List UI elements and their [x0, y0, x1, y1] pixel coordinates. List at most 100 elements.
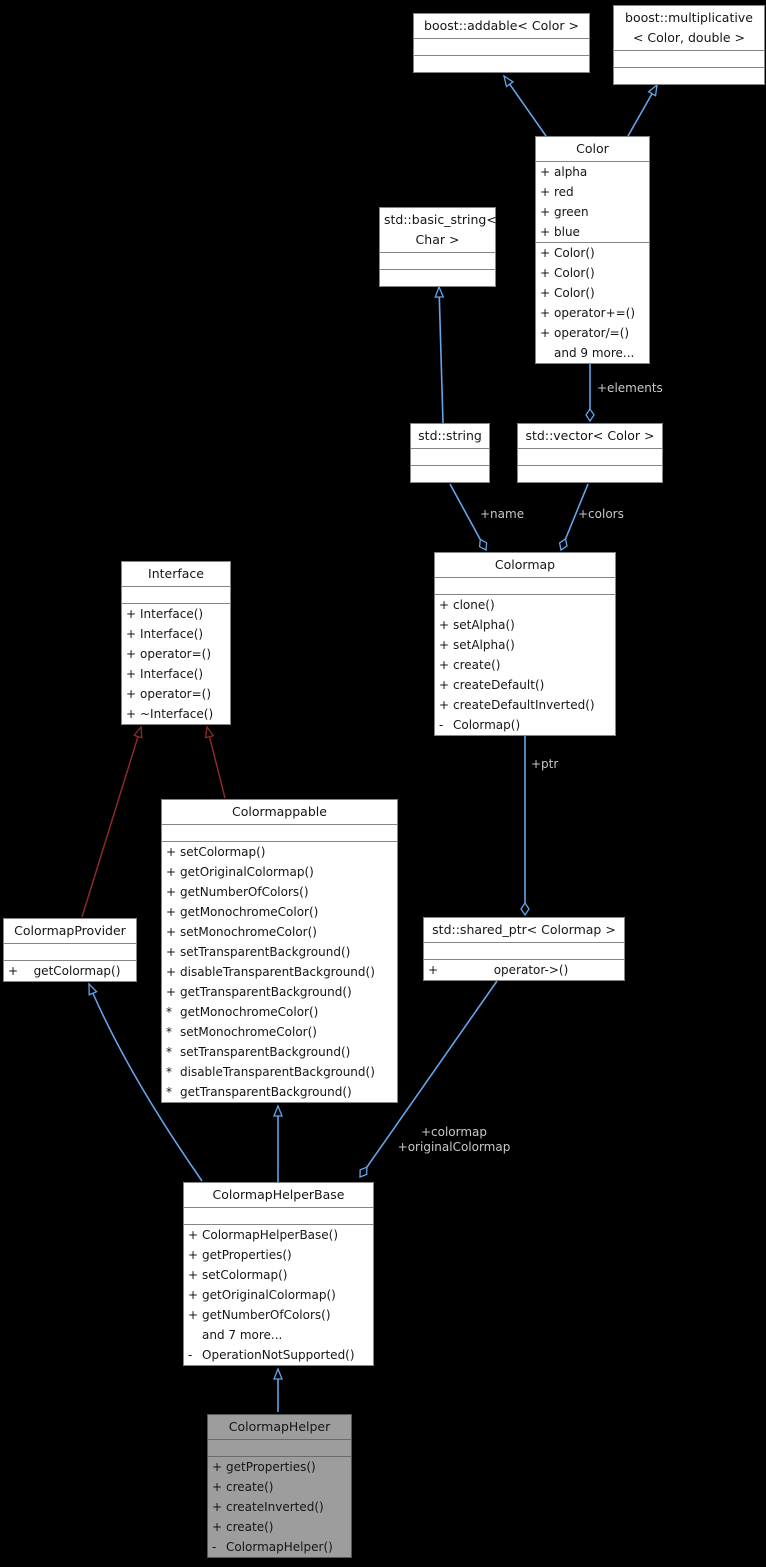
edge-provider-to-interface	[81, 725, 143, 918]
member-row: +Interface()	[126, 607, 204, 621]
class-methods: +ColormapHelperBase() +getProperties() +se…	[184, 1225, 373, 1365]
edge-color-to-boost-multiplicative	[627, 83, 658, 137]
edge-label-ptr: +ptr	[531, 757, 559, 771]
class-attributes	[162, 825, 397, 842]
class-attributes	[518, 449, 662, 466]
member-row: +setMonochromeColor()	[166, 925, 317, 939]
class-methods	[414, 56, 589, 72]
class-attributes: +alpha+red+green+blue	[536, 162, 649, 243]
class-title: std::shared_ptr< Colormap >	[424, 918, 624, 943]
class-methods: +getColormap()	[4, 961, 136, 981]
member-row: +getMonochromeColor()	[166, 905, 319, 919]
member-row: +getProperties()	[188, 1248, 292, 1262]
member-row: -OperationNotSupported()	[188, 1348, 355, 1362]
class-box-colormap-provider[interactable]: ColormapProvider +getColormap()	[3, 918, 137, 982]
class-title: Colormappable	[162, 800, 397, 825]
edge-colormap-aggregation	[360, 980, 498, 1177]
edge-helperbase-to-provider	[88, 982, 203, 1182]
class-title: Color	[536, 137, 649, 162]
class-title: boost::multiplicative < Color, double >	[614, 6, 764, 51]
member-row: +getProperties()	[212, 1460, 316, 1474]
class-box-interface[interactable]: Interface +Interface()+Interface()+opera…	[121, 561, 231, 725]
member-row: +setTransparentBackground()	[166, 945, 351, 959]
edge-label-original-colormap: +originalColormap	[397, 1140, 511, 1154]
edge-colormappable-to-interface	[204, 725, 226, 799]
class-methods	[614, 68, 764, 84]
member-row: +getColormap()	[8, 964, 121, 978]
class-methods: +setColormap()+getOriginalColormap()+get…	[162, 842, 397, 1102]
class-box-color[interactable]: Color +alpha+red+green+blue +Color()+Col…	[535, 136, 650, 364]
class-attributes	[414, 39, 589, 56]
member-row: +Color()	[540, 246, 595, 260]
class-attributes	[435, 578, 615, 595]
member-row: *setTransparentBackground()	[166, 1045, 351, 1059]
member-row: +disableTransparentBackground()	[166, 965, 375, 979]
class-methods: +getProperties() +create() +createInverted…	[208, 1457, 351, 1557]
member-row: +getOriginalColormap()	[166, 865, 314, 879]
edge-label-name: +name	[480, 507, 525, 521]
class-box-colormap-helper-base[interactable]: ColormapHelperBase +ColormapHelperBase()…	[183, 1182, 374, 1366]
member-row: -Colormap()	[439, 718, 521, 732]
member-row: *setMonochromeColor()	[166, 1025, 317, 1039]
class-box-basic-string[interactable]: std::basic_string< Char >	[379, 207, 497, 287]
class-attributes	[184, 1208, 373, 1225]
class-attributes	[380, 253, 495, 270]
member-row: +operator+=()	[540, 306, 636, 320]
member-row: +ColormapHelperBase()	[188, 1228, 339, 1242]
member-row: *getTransparentBackground()	[166, 1085, 352, 1099]
member-row: +operator=()	[126, 687, 212, 701]
class-methods	[411, 466, 489, 482]
member-row: +Color()	[540, 286, 595, 300]
class-methods: +clone()+setAlpha()+setAlpha()+create()+…	[435, 595, 615, 735]
class-attributes	[208, 1440, 351, 1457]
member-row: *getMonochromeColor()	[166, 1005, 319, 1019]
edge-colors-aggregation	[561, 483, 589, 550]
edge-color-to-boost-addable	[502, 74, 547, 137]
class-box-std-string[interactable]: std::string	[410, 423, 490, 483]
class-attributes	[122, 587, 230, 604]
class-box-boost-addable[interactable]: boost::addable< Color >	[413, 13, 590, 73]
class-attributes	[411, 449, 489, 466]
member-row: +createInverted()	[212, 1500, 324, 1514]
class-box-std-vector[interactable]: std::vector< Color >	[517, 423, 663, 483]
class-title: boost::addable< Color >	[414, 14, 589, 39]
class-box-shared-ptr[interactable]: std::shared_ptr< Colormap > +operator->(…	[423, 917, 625, 981]
member-row: +setColormap()	[188, 1268, 288, 1282]
class-title: Colormap	[435, 553, 615, 578]
member-row: +red	[540, 185, 574, 199]
member-row: -ColormapHelper()	[212, 1540, 333, 1554]
class-title: std::basic_string< Char >	[380, 208, 497, 253]
edge-stdstring-to-basicstring	[434, 285, 445, 424]
edge-label-elements: +elements	[597, 381, 663, 395]
member-row: +blue	[540, 225, 580, 239]
class-methods: +Interface()+Interface()+operator=()+Int…	[122, 604, 230, 724]
edge-name-aggregation	[449, 483, 486, 550]
class-box-colormap-helper[interactable]: ColormapHelper +getProperties() +create()…	[207, 1414, 352, 1558]
class-methods	[518, 466, 662, 482]
member-row: and 7 more...	[202, 1328, 283, 1342]
edge-label-colors: +colors	[578, 507, 624, 521]
class-box-colormap[interactable]: Colormap +clone()+setAlpha()+setAlpha()+…	[434, 552, 616, 736]
member-row: +operator->()	[428, 963, 569, 977]
member-row: +setAlpha()	[439, 618, 515, 632]
class-methods	[380, 270, 495, 286]
class-box-colormappable[interactable]: Colormappable +setColormap()+getOriginal…	[161, 799, 398, 1103]
class-methods: +Color()+Color()+Color()+operator+=()+op…	[536, 243, 649, 363]
member-row: +alpha	[540, 165, 588, 179]
member-row: +setAlpha()	[439, 638, 515, 652]
member-row: +getNumberOfColors()	[166, 885, 309, 899]
member-row: *disableTransparentBackground()	[166, 1065, 375, 1079]
class-title: ColormapProvider	[4, 919, 136, 944]
class-box-boost-multiplicative[interactable]: boost::multiplicative < Color, double >	[613, 5, 765, 85]
edge-label-colormap: +colormap	[420, 1125, 488, 1139]
class-title: Interface	[122, 562, 230, 587]
class-title: ColormapHelper	[208, 1415, 351, 1440]
class-title: ColormapHelperBase	[184, 1183, 373, 1208]
member-row: +create()	[212, 1480, 274, 1494]
member-row: and 9 more...	[554, 346, 635, 360]
member-row: +getTransparentBackground()	[166, 985, 352, 999]
member-row: +getOriginalColormap()	[188, 1288, 336, 1302]
class-methods: +operator->()	[424, 960, 624, 980]
